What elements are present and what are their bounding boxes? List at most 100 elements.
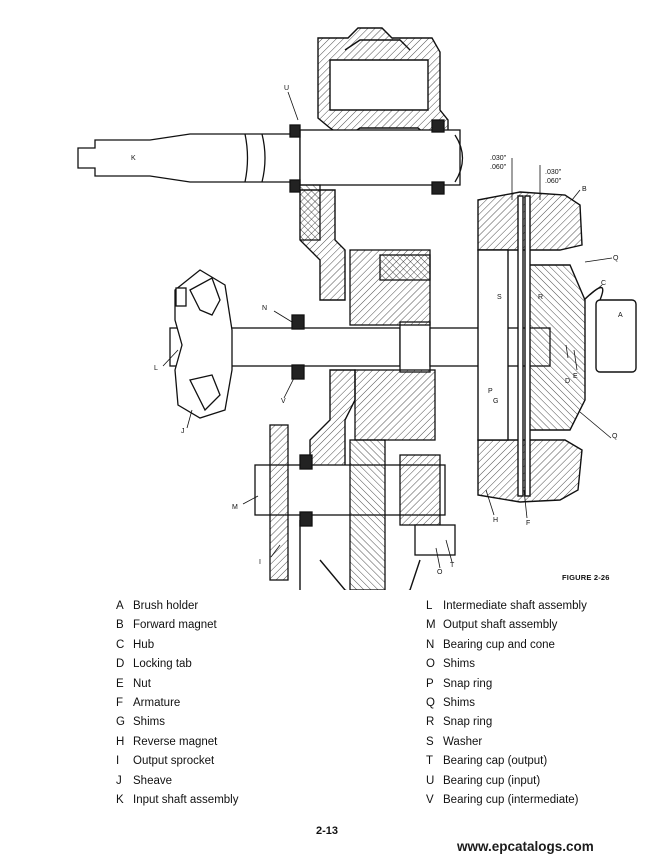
legend-right-column: L Intermediate shaft assembly M Output sha…: [426, 597, 587, 810]
legend-key: I: [116, 755, 120, 768]
legend-item: T Bearing cap (output): [426, 752, 587, 771]
callout-j: J: [181, 428, 185, 435]
legend-text: Output sprocket: [133, 755, 215, 768]
legend-key: R: [426, 716, 435, 729]
leader-lines: [162, 91, 613, 569]
callout-p: P: [488, 388, 493, 395]
callout-u: U: [284, 85, 289, 92]
callout-g: G: [493, 398, 498, 405]
legend-key: L: [426, 600, 433, 612]
callout-c: C: [601, 280, 606, 287]
legend-text: Brush holder: [133, 600, 199, 612]
legend-text: Bearing cup (input): [443, 774, 541, 787]
legend-text: Bearing cup (intermediate): [443, 794, 579, 807]
callout-t: T: [450, 562, 455, 569]
callout-k: K: [131, 155, 136, 162]
legend-item: C Hub: [116, 636, 238, 655]
legend-text: Bearing cup and cone: [443, 638, 555, 651]
legend-item: U Bearing cup (input): [426, 772, 587, 791]
legend-key: G: [116, 716, 125, 729]
legend-item: D Locking tab: [116, 655, 238, 674]
legend-key: D: [116, 658, 125, 671]
output-shaft: [254, 424, 456, 590]
legend-text: Snap ring: [443, 716, 493, 729]
callout-s: S: [497, 294, 502, 301]
legend-text: Locking tab: [133, 658, 192, 671]
legend-item: F Armature: [116, 694, 238, 713]
legend-item: A Brush holder: [116, 597, 238, 616]
legend-text: Armature: [133, 697, 181, 710]
legend-key: V: [426, 794, 434, 807]
legend-key: K: [116, 794, 124, 807]
legend-text: Shims: [443, 658, 475, 671]
legend-text: Bearing cap (output): [443, 755, 548, 768]
legend-key: M: [426, 619, 436, 632]
legend-item: K Input shaft assembly: [116, 791, 238, 810]
legend-item: R Snap ring: [426, 713, 587, 732]
legend-item: V Bearing cup (intermediate): [426, 791, 587, 810]
dimension-1a: .030": [490, 155, 507, 162]
legend-text: Shims: [443, 697, 475, 710]
legend-key: O: [426, 658, 435, 671]
legend-text: Sheave: [133, 774, 173, 787]
callout-r: R: [538, 294, 543, 301]
legend-key: S: [426, 735, 434, 748]
legend-text: Hub: [133, 638, 155, 651]
callout-f: F: [526, 520, 530, 527]
callout-i: I: [259, 559, 261, 566]
legend-key: A: [116, 600, 124, 612]
legend-item: I Output sprocket: [116, 752, 238, 771]
legend-item: M Output shaft assembly: [426, 616, 587, 635]
dimension-2a: .030": [545, 169, 562, 176]
legend-item: O Shims: [426, 655, 587, 674]
legend-left-column: A Brush holder B Forward magnet C Hub D Lock…: [116, 597, 238, 810]
legend-key: T: [426, 755, 434, 768]
dimension-marks: [511, 158, 541, 200]
legend-text: Intermediate shaft assembly: [443, 600, 587, 612]
callout-e: E: [573, 373, 578, 380]
callout-n: N: [262, 305, 267, 312]
legend-item: B Forward magnet: [116, 616, 238, 635]
legend-text: Nut: [133, 677, 151, 690]
clutch-magnets: [477, 191, 637, 503]
legend-key: P: [426, 677, 434, 690]
figure-caption: FIGURE 2-26: [562, 573, 610, 582]
page-number: 2-13: [316, 825, 339, 837]
legend-item: N Bearing cup and cone: [426, 636, 587, 655]
callout-b: B: [582, 186, 587, 193]
legend-item: G Shims: [116, 713, 238, 732]
legend-text: Forward magnet: [133, 619, 217, 632]
legend-text: Reverse magnet: [133, 735, 218, 748]
legend-key: N: [426, 638, 435, 651]
legend-text: Output shaft assembly: [443, 619, 558, 632]
callout-q-bottom: Q: [612, 433, 618, 440]
input-shaft: [77, 119, 464, 241]
dimension-2b: .060": [545, 178, 562, 185]
callout-l: L: [154, 365, 158, 372]
legend-text: Snap ring: [443, 677, 493, 690]
legend-key: J: [116, 774, 122, 787]
cross-section-drawing: .030" .060" .030" .060" K U B C Q Q A E …: [77, 27, 637, 590]
legend-key: U: [426, 774, 435, 787]
callout-v: V: [281, 398, 286, 405]
callout-o: O: [437, 569, 443, 576]
legend-key: F: [116, 697, 124, 710]
gear-housing: [299, 27, 449, 590]
legend-item: H Reverse magnet: [116, 733, 238, 752]
legend-text: Shims: [133, 716, 165, 729]
callout-m: M: [232, 504, 238, 511]
legend-key: C: [116, 638, 125, 651]
legend-item: L Intermediate shaft assembly: [426, 597, 587, 616]
callout-q-top: Q: [613, 255, 619, 262]
legend-text: Input shaft assembly: [133, 794, 239, 807]
sheave: [174, 269, 233, 419]
legend-key: B: [116, 619, 124, 632]
dimension-1b: .060": [490, 164, 507, 171]
legend-key: H: [116, 735, 125, 748]
callout-h: H: [493, 517, 498, 524]
callout-a: A: [618, 312, 623, 319]
legend-item: P Snap ring: [426, 675, 587, 694]
